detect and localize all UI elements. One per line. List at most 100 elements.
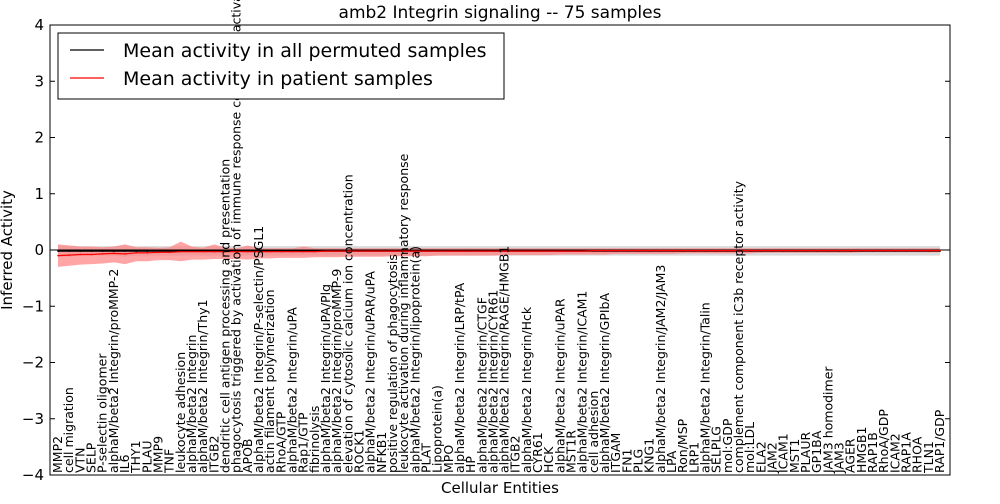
category-label: alphaM/beta2 Integrin/uPAR [552,298,567,473]
category-label: SELP [84,442,99,473]
data-point [135,252,137,254]
category-label: dendritic cell antigen processing and pr… [218,159,233,473]
data-point [414,250,417,252]
series-lines [57,249,941,257]
data-point [90,253,93,256]
legend-label-patient: Mean activity in patient samples [123,68,433,90]
category-label: TLN1 [921,441,936,474]
data-point [57,254,59,257]
data-point [838,249,841,252]
data-point [79,250,82,252]
category-label: alphaM/beta2 Integrin/GPIbA [597,293,612,473]
category-label: JAM2 [765,442,780,474]
data-point [749,249,751,252]
data-point [782,249,785,252]
data-point [269,250,271,253]
data-point [280,250,283,253]
y-tick-label: 3 [34,72,44,90]
data-point [369,250,372,252]
category-label: JAM3 homodimer [820,366,835,474]
data-point [537,250,539,252]
category-label: MST1 [787,439,802,473]
category-label: alphaM/beta2 Integrin/RAGE/HMGB1 [497,246,512,473]
category-label: alphaM/beta2 Integrin/proMMP-9 [329,269,344,473]
category-label: PLAU [139,441,154,474]
category-label: LPA [664,450,679,473]
data-point [648,249,651,252]
data-point [358,250,361,252]
category-label: MST1R [564,430,579,473]
category-label: MPO [441,445,456,473]
category-label: phagocytosis triggered by activation of … [229,0,244,473]
data-point [124,250,126,252]
category-label: RAP1/GDP [932,409,947,473]
category-label: ICAM1 [776,433,791,473]
category-label: AGER [843,438,858,473]
data-point [559,250,562,252]
data-point [213,250,216,253]
category-label: alphaM/beta2 Integrin/uPA [285,307,300,473]
category-label: PLAUR [798,432,813,473]
category-label: P-selectin oligomer [95,353,110,473]
category-label: cell adhesion [586,391,601,473]
category-label: RhoA/GDP [876,409,891,473]
category-label: alphaM/beta2 Integrin/CTGF [474,297,489,473]
y-tick-label: 4 [34,16,44,34]
data-point [939,249,941,252]
category-label: alphaM/beta2 Integrin/Thy1 [195,299,210,473]
x-axis-label: Cellular Entities [441,479,559,497]
category-label: HCK [541,446,556,473]
category-label: complement component iC3b receptor activ… [731,180,746,473]
data-point [928,249,930,252]
category-label: mol:LDL [742,422,757,473]
category-label: alphaM/beta2 Integrin/lipoprotein(a) [407,246,422,473]
category-label: alphaM/beta2 Integrin/uPAR/uPA [363,271,378,473]
category-label: KNG1 [642,438,657,473]
data-point [202,250,204,253]
data-point [816,249,818,252]
data-point [336,250,338,252]
data-point [258,250,260,253]
category-label: leukocyte adhesion [173,352,188,473]
data-point [157,250,160,252]
data-point [671,249,673,252]
data-point [146,250,149,252]
category-label: alphaM/beta2 Integrin/Talin [698,302,713,473]
data-point [425,250,428,252]
series-band-1 [58,241,940,267]
data-point [514,250,517,252]
data-point [492,250,495,252]
data-point [503,250,506,252]
data-point [570,250,573,252]
data-point [347,250,350,252]
y-tick-label: −2 [22,354,44,372]
data-point [247,250,249,253]
category-label: NFKB1 [374,432,389,473]
data-point [68,250,70,252]
category-label: FN1 [619,449,634,474]
data-point [291,250,294,253]
category-label: MMP9 [151,436,166,473]
data-point [682,249,684,252]
data-point [894,249,897,252]
data-point [79,253,82,256]
data-point [403,250,405,252]
category-label: HP [463,456,478,473]
category-label: alphaM/beta2 Integrin/LRP/tPA [452,282,467,473]
category-label: APOB [240,438,255,473]
data-point [436,250,439,252]
category-label: VTN [72,447,87,473]
category-label: mol:GDP [720,418,735,473]
category-label: RAP1B [865,432,880,473]
data-point [581,250,584,252]
category-label: HMGB1 [854,427,869,473]
data-point [113,252,115,255]
category-label: RAP1A [899,432,914,473]
data-point [314,250,316,253]
category-label: CYR61 [530,432,545,473]
y-tick-label: 2 [34,129,44,147]
data-point [113,250,115,252]
series-line-1 [57,250,940,257]
data-point [180,250,182,253]
